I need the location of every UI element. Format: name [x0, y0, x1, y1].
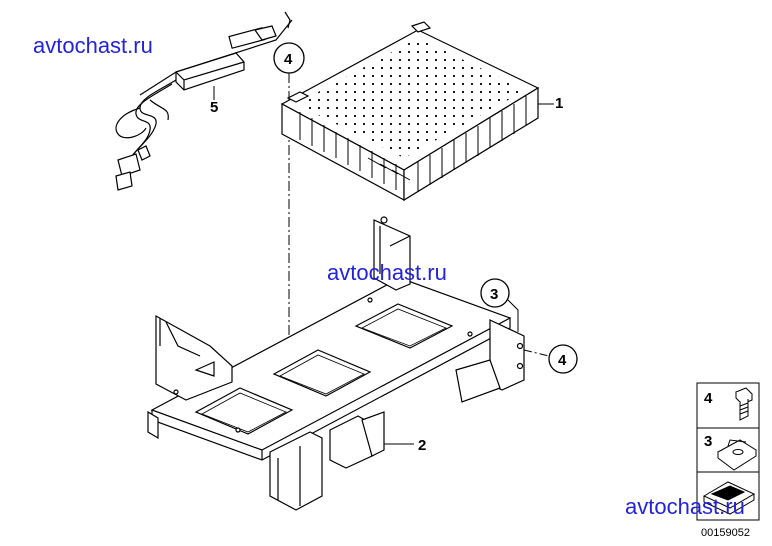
watermark-top-left: avtochast.ru	[33, 33, 153, 58]
cable-module-part	[115, 11, 293, 191]
legend-screw-number: 4	[704, 390, 713, 407]
legend-nut-number: 3	[704, 433, 712, 450]
screw-icon	[735, 387, 753, 421]
clip-nut-icon	[717, 439, 757, 471]
callout-3: 3	[490, 286, 498, 303]
callout-3-leader	[507, 299, 519, 332]
callout-4-right: 4	[558, 352, 567, 369]
callout-2: 2	[418, 437, 426, 454]
watermark-bottom-right: avtochast.ru	[625, 494, 745, 519]
callout-3-circle	[480, 278, 510, 308]
amplifier-part	[280, 21, 540, 202]
watermark-center: avtochast.ru	[327, 260, 447, 285]
legend-panel: 4 3	[696, 382, 760, 521]
bracket-part	[147, 216, 525, 511]
callout-5: 5	[210, 99, 218, 116]
callout-4-top: 4	[284, 51, 293, 68]
callout-4-right-circle	[548, 344, 578, 374]
arrow-symbol-icon	[702, 481, 756, 515]
callout-1: 1	[555, 95, 563, 112]
drawing-number: 00159052	[701, 527, 750, 539]
callout-4-right-leader	[523, 349, 550, 357]
